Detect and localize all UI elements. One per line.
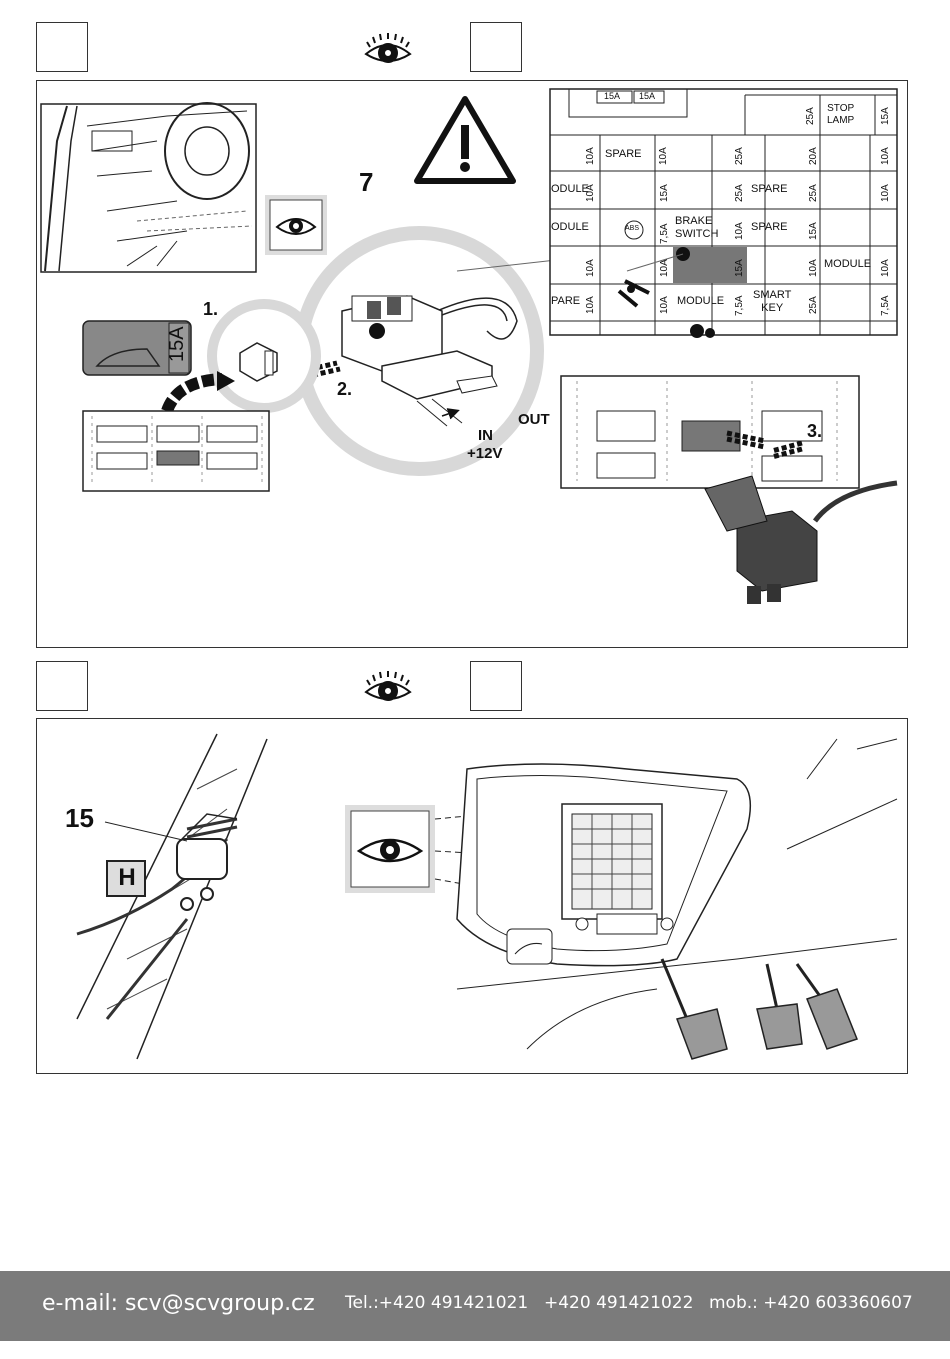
fuse-label: BRAKE [675,215,713,227]
fuse-brake-switch: BRAKE SWITCH [675,215,718,241]
footer-tel-1: Tel.:+420 491421021 [345,1293,529,1313]
fuse-label: SPARE [751,183,788,195]
fusebox-top-amp: 15A [604,91,621,101]
fuse-amp: 7,5A [734,295,745,316]
step-3-label: 3. [807,421,823,441]
contact-footer: e-mail: scv@scvgroup.cz Tel.:+420 491421… [0,1271,950,1341]
fuse-install-panel: 7 1. 2. 3. 15A IN +12V OUT 15A 15A STOP … [36,80,908,648]
fuse-amp: 10A [658,147,669,165]
cable-routing-panel: 15 H [36,718,908,1074]
fuse-amp: 10A [585,259,596,277]
eye-icon [364,671,412,701]
fuse-amp: 25A [808,184,819,202]
fuse-amp: 10A [659,259,670,277]
out-label: OUT [518,411,550,428]
fusebox-top-amp: 15A [639,91,656,101]
fuse-label: SPARE [605,148,642,160]
abs-icon: ABS [625,225,640,232]
footer-tel-2: +420 491421022 [544,1293,694,1313]
step-1-label: 1. [203,299,219,319]
fuse-label: MODULE [677,295,725,307]
fuse-label: SMART [753,289,792,301]
fuse-amp: 10A [880,259,891,277]
fuse-amp: 10A [880,184,891,202]
dashboard-fusebox-illustration [456,738,898,1060]
step-box-left-1 [36,22,88,72]
step-box-left-2 [36,661,88,711]
step-box-right-1 [470,22,522,72]
fuse-amp: 10A [585,296,596,314]
fuse-amp: 20A [808,147,819,165]
fuse-amp: 10A [659,296,670,314]
fuse-amp: 10A [734,222,745,240]
fuse-amp: 10A [880,147,891,165]
fuse-amp: 10A [808,259,819,277]
fuse-tap-connector [704,475,898,604]
fuse-slot-right [560,375,860,489]
fuse-label: SPARE [751,221,788,233]
fuse-amp: 15A [734,259,745,277]
fuse-amp: 7,5A [880,295,891,316]
dashboard-illustration [40,102,257,273]
fuse-amp: 15A [880,107,891,125]
fuse-label: SWITCH [675,228,719,240]
footer-email[interactable]: e-mail: scv@scvgroup.cz [42,1291,315,1316]
fuse-amp: 25A [734,184,745,202]
in-voltage-label: +12V [467,445,503,462]
warning-icon [414,96,516,184]
magnifier-ring [294,226,638,476]
step-2-label: 2. [337,379,353,399]
fuse-label: MODULE [824,258,872,270]
fuse-amp: 15A [808,222,819,240]
step-box-right-2 [470,661,522,711]
fuse-rating: 15A [166,326,188,362]
fuse-smart-key: SMART KEY [753,289,791,315]
h-badge: H [118,864,136,891]
fuse-magnified [207,299,321,413]
fuse-stop-lamp: STOP LAMP [827,103,854,127]
fuse-label: KEY [761,302,784,314]
fuse-amp: 15A [659,184,670,202]
footer-mobile: mob.: +420 603360607 [709,1293,913,1313]
fuse-amp: 25A [734,147,745,165]
eye-callout-box [265,195,327,255]
callout-7: 7 [359,167,374,197]
fuse-label: ODULE [551,183,589,195]
fusebox-diagram [549,88,898,338]
fuse-label: ODULE [551,221,589,233]
fuse-amp: 10A [585,147,596,165]
fuse-amp: 7,5A [659,223,670,244]
fuse-label: LAMP [827,115,855,126]
fuse-slot-left [82,410,270,492]
fuse-amp: 25A [808,296,819,314]
fuse-label-box [82,320,192,376]
fuse-amp: 10A [585,184,596,202]
callout-15: 15 [65,803,94,833]
fuse-label: PARE [551,295,581,307]
fuse-label: STOP [827,103,855,114]
pillar-illustration [76,733,268,1060]
in-label: IN [478,427,493,444]
fuse-amp: 25A [805,107,816,125]
eye-icon [364,33,412,63]
